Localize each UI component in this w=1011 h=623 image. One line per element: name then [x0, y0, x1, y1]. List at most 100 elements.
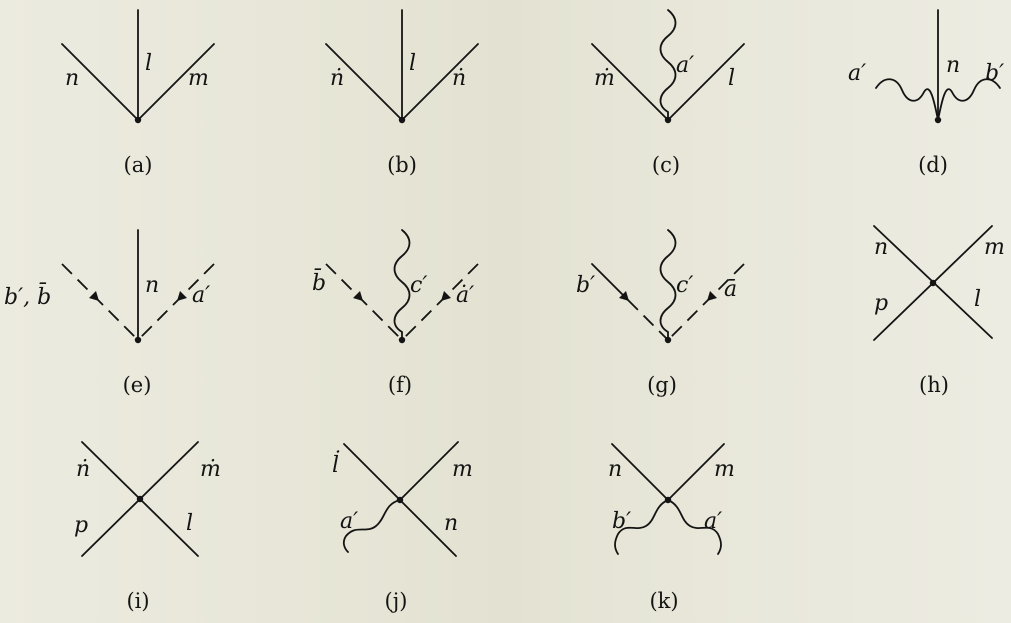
- label-left: a′: [848, 61, 866, 86]
- label-mid: c′: [676, 273, 693, 298]
- line-right: [667, 43, 745, 121]
- arrow-left-icon: [619, 291, 629, 301]
- label-left: b′: [576, 273, 595, 298]
- line-left: [591, 43, 669, 121]
- caption-b: (b): [387, 153, 417, 177]
- vertex-dot: [136, 495, 144, 503]
- vertex-dot: [934, 116, 942, 124]
- label-mid: n: [946, 53, 960, 78]
- diagram-f: b̄ c′ ȧ′ (f): [312, 229, 479, 397]
- label-top-left: ṅ: [76, 457, 90, 482]
- vertex-dot: [664, 116, 672, 124]
- dashed-line-right: [667, 263, 745, 341]
- label-bottom-left: a′: [340, 509, 358, 534]
- wavy-line-bottom-right: [667, 499, 722, 555]
- dashed-line-right: [137, 263, 215, 341]
- diagram-j: l̇ m a′ n (j): [332, 441, 473, 613]
- label-right: ā: [724, 277, 737, 302]
- vertex-dot: [134, 116, 142, 124]
- line-right: [137, 43, 215, 121]
- label-top-right: m: [452, 457, 473, 482]
- caption-h: (h): [919, 373, 949, 397]
- arrow-right-icon: [441, 291, 451, 301]
- line-diagonal-left: [611, 443, 669, 501]
- diagram-i: ṅ ṁ p l (i): [74, 441, 221, 613]
- arrow-left-icon: [89, 291, 99, 301]
- dashed-line-right: [401, 263, 479, 341]
- vertex-dot: [398, 336, 406, 344]
- label-top-left: n: [874, 235, 888, 260]
- diagram-k: n m b′ a′ (k): [608, 443, 735, 613]
- diagram-a: n l m (a): [61, 9, 215, 177]
- vertex-dot: [664, 336, 672, 344]
- label-mid: l: [409, 51, 416, 76]
- caption-g: (g): [647, 373, 677, 397]
- label-left: ṁ: [594, 66, 615, 91]
- caption-i: (i): [126, 589, 149, 613]
- label-bottom-right: l: [974, 287, 981, 312]
- vertex-dot: [134, 336, 142, 344]
- arrow-right-icon: [707, 291, 717, 301]
- caption-f: (f): [388, 373, 412, 397]
- wavy-line-bottom-left: [614, 499, 669, 555]
- caption-e: (e): [123, 373, 152, 397]
- wavy-line-mid: [659, 9, 677, 121]
- label-right: m: [188, 66, 209, 91]
- label-right: l: [728, 66, 735, 91]
- dashed-line-left: [325, 263, 403, 341]
- label-bottom-left: b′: [612, 509, 631, 534]
- label-mid: l: [145, 51, 152, 76]
- diagram-e: b′, b̄ n a′ (e): [4, 229, 215, 397]
- label-right: b′: [985, 61, 1004, 86]
- label-top-left: n: [608, 457, 622, 482]
- vertex-dot: [396, 496, 404, 504]
- arrow-left-icon: [353, 291, 363, 301]
- label-mid: c′: [410, 273, 427, 298]
- dashed-line-left: [61, 263, 139, 341]
- diagram-b: ṅ l ṅ (b): [325, 9, 479, 177]
- label-left: b̄: [312, 268, 326, 296]
- label-bottom-right: n: [444, 511, 458, 536]
- line-diagonal-up: [399, 441, 459, 501]
- label-left: n: [65, 66, 79, 91]
- label-bottom-left: p: [874, 291, 888, 316]
- diagram-h: n m p l (h): [873, 225, 1005, 397]
- line-left: [325, 43, 403, 121]
- label-right: ȧ′: [456, 283, 474, 308]
- caption-d: (d): [918, 153, 948, 177]
- label-top-right: m: [714, 457, 735, 482]
- wavy-line-mid: [393, 229, 411, 341]
- line-diagonal-right: [667, 443, 725, 501]
- label-top-right: m: [984, 235, 1005, 260]
- arrow-right-icon: [177, 291, 187, 301]
- diagram-g: b′ c′ ā (g): [576, 229, 745, 397]
- label-left: b′, b̄: [4, 282, 51, 310]
- label-right: a′: [192, 283, 210, 308]
- label-bottom-right: a′: [704, 509, 722, 534]
- caption-k: (k): [649, 589, 678, 613]
- caption-j: (j): [385, 589, 408, 613]
- wavy-line-mid: [659, 229, 677, 341]
- diagram-d: a′ n b′ (d): [848, 9, 1004, 177]
- wavy-line-left: [875, 78, 939, 121]
- line-left: [591, 263, 629, 301]
- line-right: [401, 43, 479, 121]
- label-top-left: l̇: [332, 451, 340, 478]
- wavy-line-right: [937, 78, 1001, 121]
- caption-c: (c): [652, 153, 680, 177]
- label-top-right: ṁ: [200, 457, 221, 482]
- vertex-dot: [398, 116, 406, 124]
- vertex-dot: [664, 496, 672, 504]
- wavy-line-bottom-left: [342, 499, 401, 553]
- dashed-line-left: [627, 299, 669, 341]
- label-mid: n: [145, 273, 159, 298]
- diagram-c: ṁ a′ l (c): [591, 9, 745, 177]
- label-mid: a′: [676, 53, 694, 78]
- label-right: ṅ: [452, 66, 466, 91]
- label-bottom-right: l: [186, 511, 193, 536]
- caption-a: (a): [124, 153, 153, 177]
- line-left: [61, 43, 139, 121]
- label-left: ṅ: [330, 66, 344, 91]
